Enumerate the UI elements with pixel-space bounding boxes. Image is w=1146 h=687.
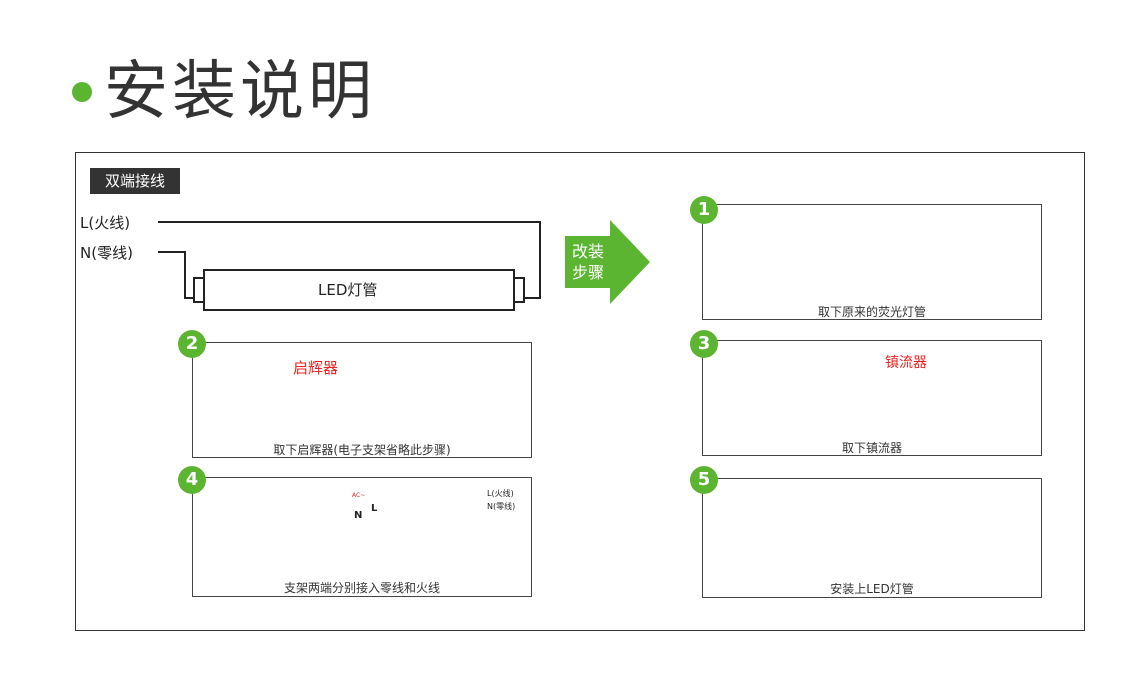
ballast-callout: 镇流器 (885, 355, 927, 371)
step-panel-1: 取下原来的荧光灯管 (702, 204, 1042, 320)
led-tube-shape (203, 269, 515, 311)
step-panel-4: 支架两端分别接入零线和火线 (192, 477, 532, 597)
step-number-4: 4 (178, 466, 206, 494)
live-marker: L (371, 503, 378, 514)
step1-caption: 取下原来的荧光灯管 (817, 305, 926, 319)
step5-caption: 安装上LED灯管 (830, 582, 914, 596)
step-number-1: 1 (690, 196, 718, 224)
page-title-text: 安装说明 (104, 55, 376, 129)
led-tube-label: LED灯管 (318, 281, 378, 299)
page-title: 安装说明 (72, 52, 376, 132)
legend-live: L(火线) (487, 489, 514, 498)
step-panel-5: 安装上LED灯管 (702, 478, 1042, 598)
step3-caption: 取下镇流器 (841, 441, 902, 455)
title-bullet-icon (72, 82, 92, 102)
step2-caption: 取下启辉器(电子支架省略此步骤) (273, 443, 451, 457)
step-number-5: 5 (690, 466, 718, 494)
live-wire-label: L(火线) (80, 214, 131, 232)
modify-steps-arrow-icon (565, 220, 650, 304)
neutral-marker: N (354, 510, 363, 521)
step4-caption: 支架两端分别接入零线和火线 (283, 581, 440, 595)
neutral-wire-label: N(零线) (80, 244, 133, 262)
instructions-frame (75, 152, 1085, 631)
ac-marker: AC~ (352, 492, 366, 499)
step-number-3: 3 (690, 330, 718, 358)
step-panel-3: 取下镇流器 (702, 340, 1042, 456)
section-tag: 双端接线 (90, 168, 180, 194)
starter-callout: 启辉器 (293, 359, 339, 377)
legend-neutral: N(零线) (487, 502, 516, 511)
step-number-2: 2 (178, 330, 206, 358)
step-panel-2: 取下启辉器(电子支架省略此步骤) (192, 342, 532, 458)
wiring-diagram (158, 221, 541, 311)
arrow-text-line2: 步骤 (572, 263, 605, 282)
arrow-text-line1: 改装 (572, 242, 605, 261)
